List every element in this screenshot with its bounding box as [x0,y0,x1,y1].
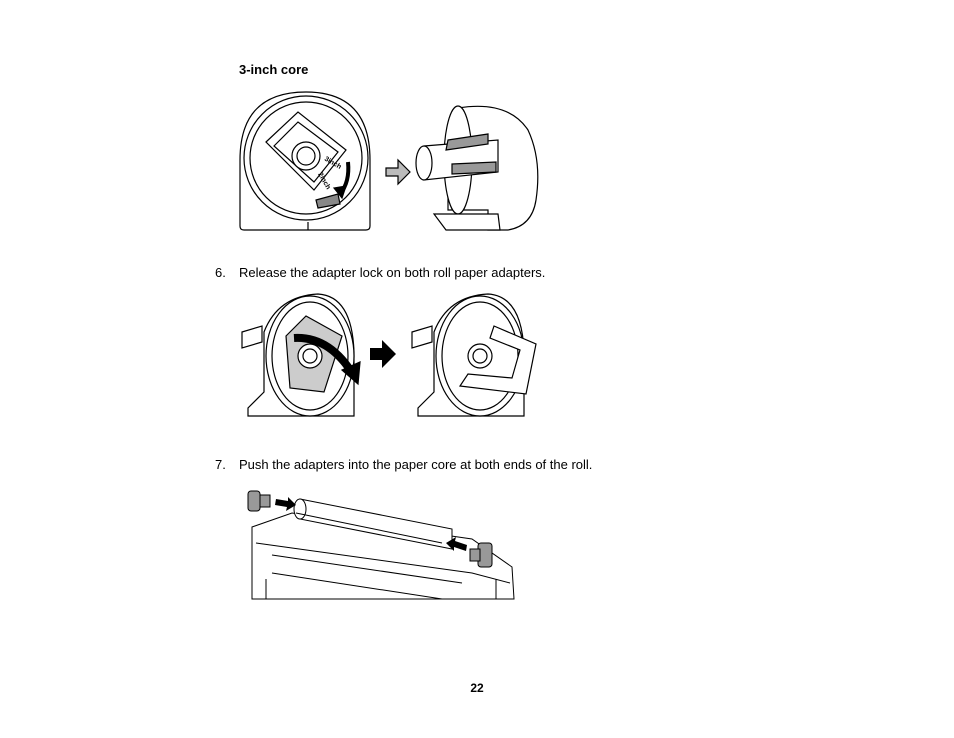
right-arrow-icon [370,340,396,368]
printer-illustration [252,513,514,599]
step-number: 6. [215,265,226,280]
figure-release-adapter-lock [238,292,543,424]
left-arrow-icon [446,537,467,551]
adapter-side-illustration [416,106,538,230]
figure-insert-adapters-into-roll [242,483,517,601]
right-adapter-illustration [470,543,492,567]
step-number: 7. [215,457,226,472]
step-text: Push the adapters into the paper core at… [239,457,593,472]
adapter-locked-illustration [242,294,360,416]
left-adapter-illustration [248,491,270,511]
figure-core-size-setting: 3inch 2inch [238,90,548,235]
step-text: Release the adapter lock on both roll pa… [239,265,546,280]
paper-roll-illustration [294,499,452,549]
section-heading: 3-inch core [239,62,309,77]
adapter-unlocked-illustration [412,294,536,416]
right-arrow-icon [386,160,410,184]
right-arrow-icon [275,497,296,511]
adapter-face-illustration [240,92,370,230]
page-number: 22 [470,681,484,695]
